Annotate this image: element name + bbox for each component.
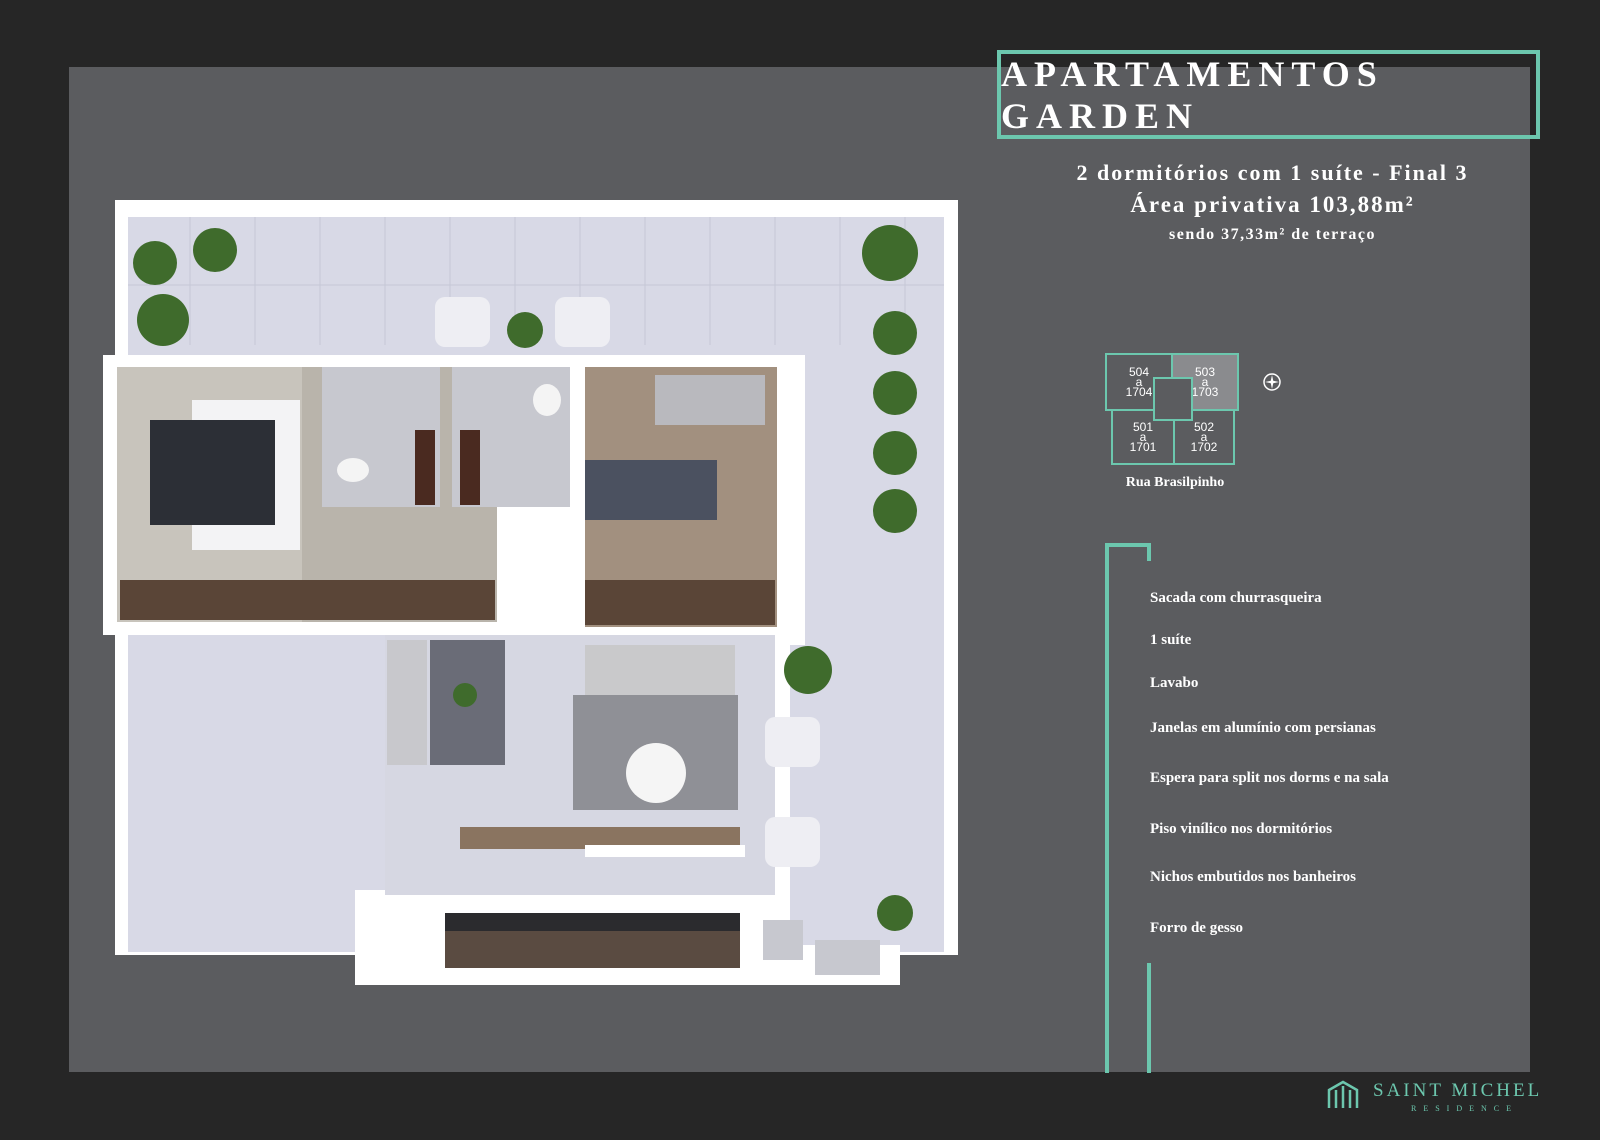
street-label: Rua Brasilpinho bbox=[1125, 475, 1225, 490]
features-bracket-bottom bbox=[1147, 963, 1151, 1073]
brand-tagline: RESIDENCE bbox=[1411, 1104, 1518, 1113]
title-box: APARTAMENTOS GARDEN bbox=[997, 50, 1540, 139]
features-bracket-vertical bbox=[1105, 543, 1109, 1073]
feature-item: Piso vinílico nos dormitórios bbox=[1150, 821, 1333, 837]
compass-icon bbox=[1263, 373, 1281, 391]
feature-item: Janelas em alumínio com persianas bbox=[1150, 720, 1376, 736]
brand-name: SAINT MICHEL bbox=[1373, 1080, 1543, 1101]
feature-item: Forro de gesso bbox=[1150, 920, 1244, 936]
feature-item: Espera para split nos dorms e na sala bbox=[1150, 770, 1389, 786]
feature-item: Lavabo bbox=[1150, 675, 1199, 691]
laundry bbox=[763, 920, 803, 960]
page-title: APARTAMENTOS GARDEN bbox=[1001, 53, 1384, 136]
key-plan: 504 a 1704 503 a 1703 501 a 1701 502 a 1… bbox=[1105, 353, 1265, 493]
subtitle-bedrooms: 2 dormitórios com 1 suíte - Final 3 bbox=[1076, 160, 1469, 185]
features-bracket-tick bbox=[1147, 543, 1151, 561]
brand-logo-icon bbox=[1327, 1080, 1359, 1108]
subtitle-terrace: sendo 37,33m² de terraço bbox=[1169, 226, 1376, 243]
brand-logo: SAINT MICHEL RESIDENCE bbox=[1325, 1078, 1539, 1118]
dining-bench bbox=[387, 640, 427, 765]
tv-shelf bbox=[460, 827, 740, 849]
floor-plan bbox=[103, 200, 958, 985]
keyplan-core bbox=[1153, 377, 1193, 421]
subtitle-area: Área privativa 103,88m² bbox=[1130, 192, 1415, 217]
features-bracket-top bbox=[1105, 543, 1151, 547]
feature-item: 1 suíte bbox=[1150, 632, 1192, 648]
feature-item: Sacada com churrasqueira bbox=[1150, 590, 1322, 606]
coffee-table bbox=[626, 743, 686, 803]
keyplan-unit-502: 502 a 1702 bbox=[1173, 409, 1235, 465]
feature-item: Nichos embutidos nos banheiros bbox=[1150, 869, 1357, 885]
